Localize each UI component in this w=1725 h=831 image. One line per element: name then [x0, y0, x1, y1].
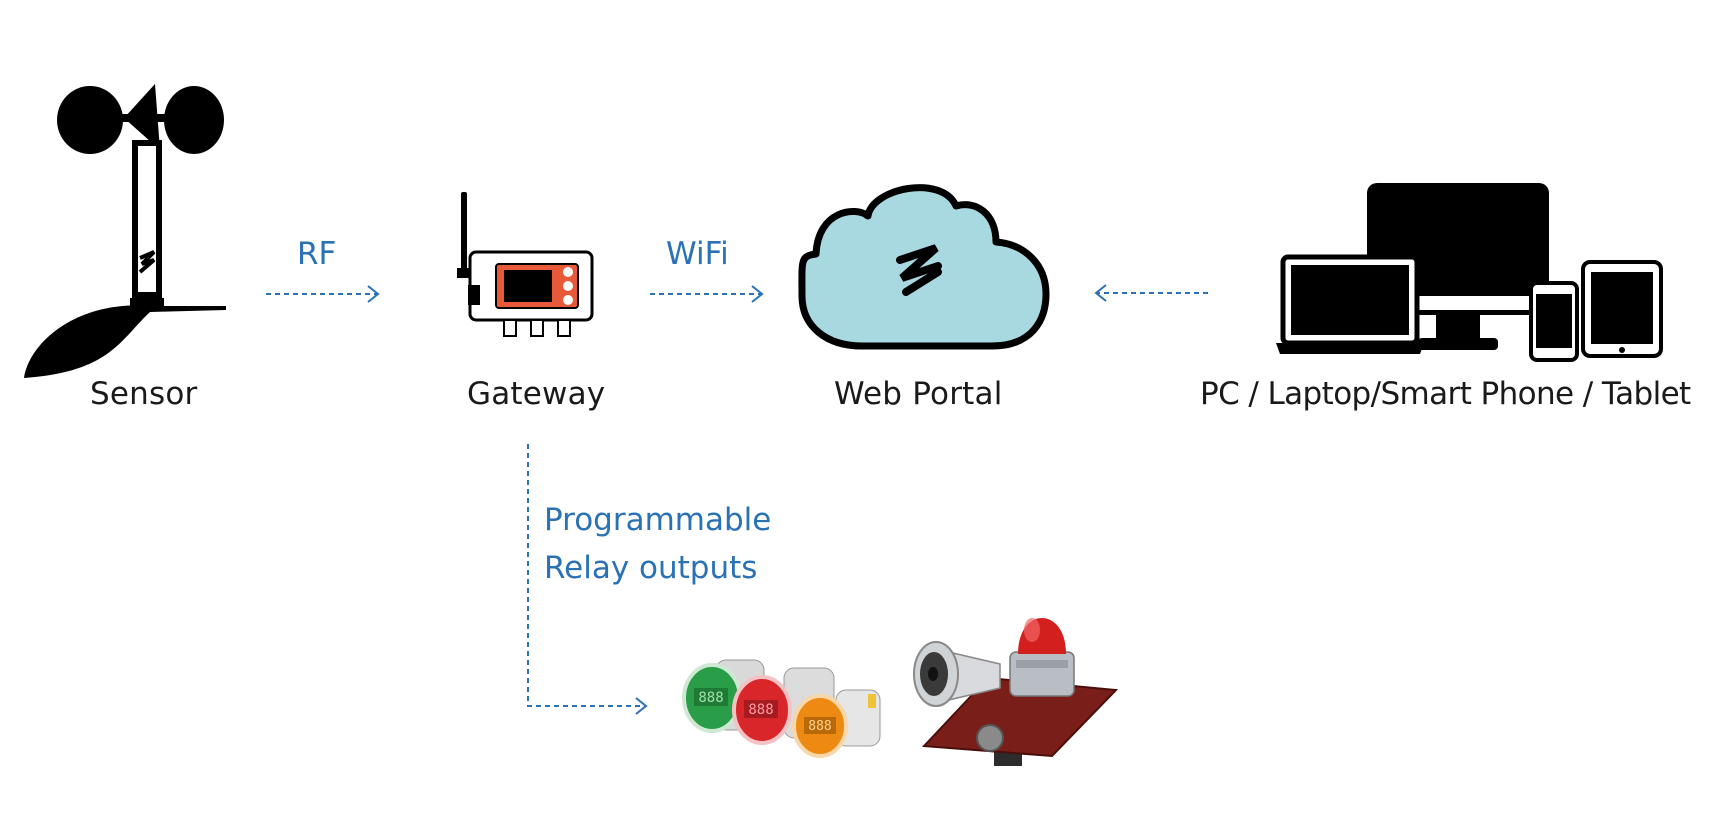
relay-link-label-line2: Relay outputs [544, 550, 758, 586]
red-light-display: 888 [748, 702, 773, 718]
relay-link-label-line1: Programmable [544, 502, 772, 538]
web-portal-label: Web Portal [834, 376, 1003, 412]
sensor-label: Sensor [90, 376, 198, 412]
orange-indicator-light: 888 [792, 689, 881, 758]
devices-icon [1276, 183, 1663, 362]
wifi-link-label: WiFi [666, 236, 729, 272]
devices-label: PC / Laptop/Smart Phone / Tablet [1200, 376, 1691, 412]
relay-link-arrow [527, 444, 648, 715]
anemometer-icon [24, 84, 226, 378]
alarm-siren-beacon-icon [913, 618, 1119, 766]
green-light-display: 888 [698, 690, 723, 706]
gateway-icon [457, 192, 594, 337]
rf-link-label: RF [297, 236, 337, 272]
orange-light-display: 888 [808, 719, 831, 734]
cloud-icon [798, 184, 1050, 350]
gateway-label: Gateway [467, 376, 606, 412]
panel-indicator-lights-icon: 888 888 888 [682, 659, 881, 758]
